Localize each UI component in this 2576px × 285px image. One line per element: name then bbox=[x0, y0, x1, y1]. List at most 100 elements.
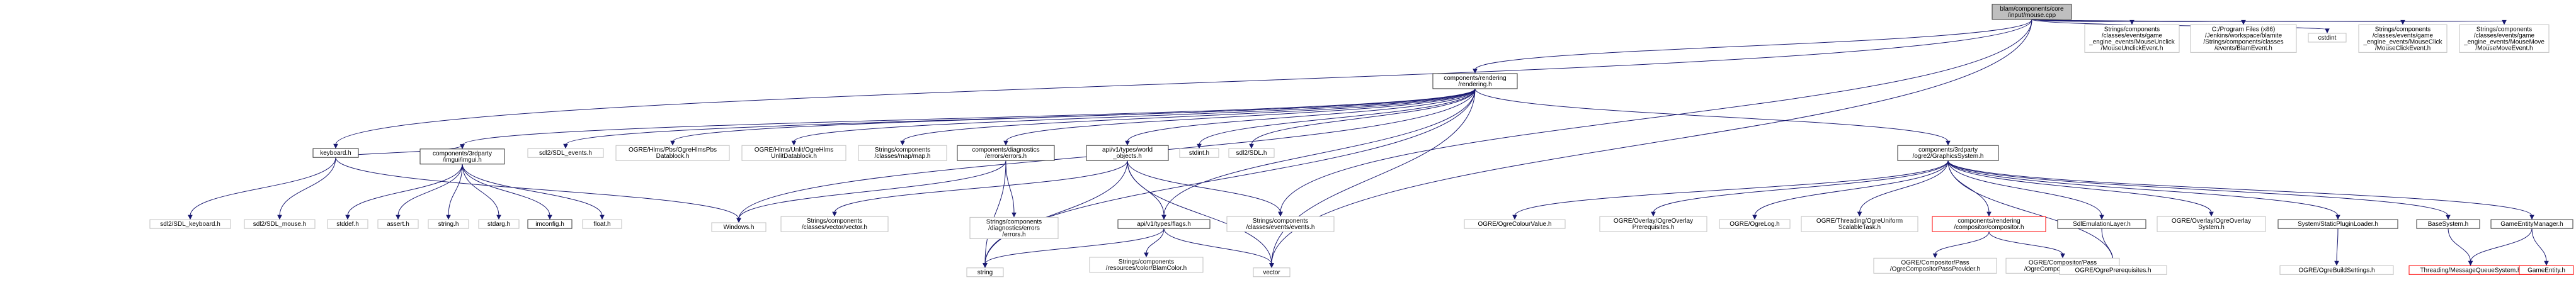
graph-node-gem[interactable]: GameEntityManager.h bbox=[2490, 219, 2573, 229]
graph-node-sdlemu[interactable]: SdlEmulationLayer.h bbox=[2057, 219, 2146, 229]
graph-node-buildsettings[interactable]: OGRE/OgreBuildSettings.h bbox=[2279, 265, 2394, 275]
graph-node-stdint[interactable]: stdint.h bbox=[1179, 148, 1219, 158]
edge-imgui-to-stddef bbox=[347, 164, 463, 216]
graph-node-gameentity[interactable]: GameEntity.h bbox=[2519, 265, 2574, 275]
edge-graphicssystem-to-prereq bbox=[1947, 160, 2114, 262]
graph-node-mouseclick[interactable]: Strings/components/classes/events/game_e… bbox=[2358, 24, 2448, 53]
edge-imgui-to-stdarg bbox=[462, 164, 499, 216]
nodes-layer: blam/components/core/input/mouse.cpp comp… bbox=[149, 4, 2574, 277]
node-label-line: /diagnostics/errors bbox=[988, 225, 1040, 232]
node-box bbox=[582, 219, 622, 229]
node-label-line: OGRE/Threading/OgreUniform bbox=[1816, 218, 1903, 225]
node-box bbox=[966, 267, 1004, 277]
node-label-line: cstdint bbox=[2318, 35, 2337, 42]
node-box bbox=[2059, 265, 2167, 275]
node-box bbox=[615, 145, 730, 161]
graph-node-map[interactable]: Strings/components/classes/map/map.h bbox=[858, 145, 947, 161]
node-label-line: OGRE/Hlms/Pbs/OgreHlmsPbs bbox=[629, 147, 717, 154]
graph-node-staticplugin[interactable]: System/StaticPluginLoader.h bbox=[2277, 219, 2398, 229]
graph-node-mousemove[interactable]: Strings/components/classes/events/game_e… bbox=[2459, 24, 2550, 53]
graph-node-stddef[interactable]: stddef.h bbox=[327, 219, 368, 229]
graph-node-strerrors[interactable]: Strings/components/diagnostics/errors/er… bbox=[969, 216, 1059, 239]
graph-node-windows[interactable]: Windows.h bbox=[711, 222, 767, 232]
graph-node-ogrelog[interactable]: OGRE/OgreLog.h bbox=[1719, 219, 1791, 229]
graph-node-stdarg[interactable]: stdarg.h bbox=[478, 219, 520, 229]
graph-node-sdl-mouse[interactable]: sdl2/SDL_mouse.h bbox=[244, 219, 316, 229]
edge-arrowhead bbox=[1012, 212, 1017, 218]
edge-arrowhead bbox=[2241, 20, 2246, 25]
edge-rendering-to-world-objects bbox=[1127, 88, 1476, 142]
graph-node-blamcolor[interactable]: Strings/components/resources/color/BlamC… bbox=[1089, 257, 1204, 273]
graph-node-errors[interactable]: components/diagnostics/errors/errors.h bbox=[957, 145, 1055, 161]
edge-root-to-eventsh bbox=[1280, 19, 2032, 213]
node-box bbox=[1228, 148, 1275, 158]
node-label-line: OGRE/Compositor/Pass bbox=[1901, 259, 1969, 266]
node-label-line: stddef.h bbox=[336, 221, 359, 228]
graph-node-imconfig[interactable]: imconfig.h bbox=[527, 219, 573, 229]
graph-node-basesystem[interactable]: BaseSystem.h bbox=[2416, 219, 2480, 229]
graph-node-keyboard[interactable]: keyboard.h bbox=[312, 148, 359, 158]
node-label-line: _engine_events/MouseMove bbox=[2463, 38, 2545, 45]
node-box bbox=[2519, 265, 2574, 275]
graph-node-vector[interactable]: vector bbox=[1253, 267, 1291, 277]
graph-node-compositor[interactable]: components/rendering/compositor/composit… bbox=[1932, 216, 2046, 232]
node-label-line: /Strings/components/classes bbox=[2203, 38, 2283, 45]
graph-node-string[interactable]: string bbox=[966, 267, 1004, 277]
edge-graphicssystem-to-gem bbox=[1947, 160, 2533, 216]
graph-node-sdl-events[interactable]: sdl2/SDL_events.h bbox=[527, 148, 604, 158]
edge-arrowhead bbox=[791, 140, 797, 146]
node-label-line: OGRE/Hlms/Unlit/OgreHlms bbox=[755, 147, 834, 154]
node-label-line: /resources/color/BlamColor.h bbox=[1106, 265, 1187, 272]
edge-arrowhead bbox=[670, 140, 675, 146]
edge-graphicssystem-to-overlaysystem bbox=[1947, 160, 2212, 213]
graph-node-root[interactable]: blam/components/core/input/mouse.cpp bbox=[1992, 4, 2072, 20]
edge-root-to-mousemove bbox=[2031, 19, 2505, 22]
graph-node-prereq[interactable]: OGRE/OgrePrerequisites.h bbox=[2059, 265, 2167, 275]
edge-arrowhead bbox=[547, 215, 552, 220]
graph-node-mouseunclick[interactable]: Strings/components/classes/events/game_e… bbox=[2084, 24, 2180, 53]
edge-imgui-to-float bbox=[462, 164, 603, 216]
graph-node-blamevent[interactable]: C:/Program Files (x86)/Jenkins/workspace… bbox=[2190, 24, 2297, 53]
graph-node-sdl[interactable]: sdl2/SDL.h bbox=[1228, 148, 1275, 158]
graph-node-world-objects[interactable]: api/v1/types/world_objects.h bbox=[1086, 145, 1169, 161]
edge-arrowhead bbox=[345, 215, 350, 220]
node-box bbox=[419, 148, 505, 165]
node-label-line: Strings/components bbox=[2476, 26, 2532, 33]
graph-node-eventsh[interactable]: Strings/components/classes/events/events… bbox=[1226, 216, 1335, 232]
edge-arrowhead bbox=[2400, 20, 2405, 25]
graph-node-rendering[interactable]: components/rendering/rendering.h bbox=[1432, 73, 1518, 89]
edge-arrowhead bbox=[832, 211, 837, 217]
graph-node-passprovider[interactable]: OGRE/Compositor/Pass/OgreCompositorPassP… bbox=[1873, 257, 1997, 274]
node-label-line: BaseSystem.h bbox=[2428, 221, 2468, 228]
node-label-line: Strings/components bbox=[986, 218, 1042, 225]
node-label-line: /classes/events/game bbox=[2373, 32, 2434, 39]
node-label-line: vector bbox=[1263, 269, 1280, 276]
graph-node-cstdint[interactable]: cstdint bbox=[2308, 33, 2347, 43]
edge-flags-to-vector bbox=[1163, 228, 1272, 264]
node-box bbox=[2084, 24, 2180, 53]
node-box bbox=[1599, 216, 1707, 232]
graph-node-colourvalue[interactable]: OGRE/OgreColourValue.h bbox=[1464, 219, 1566, 229]
graph-node-graphicssystem[interactable]: components/3rdparty/ogre2/GraphicsSystem… bbox=[1897, 145, 1999, 161]
graph-node-assert[interactable]: assert.h bbox=[377, 219, 419, 229]
graph-node-flags[interactable]: api/v1/types/flags.h bbox=[1117, 219, 1211, 229]
edge-rendering-to-sdl bbox=[1251, 88, 1476, 145]
edge-arrowhead bbox=[460, 144, 465, 149]
node-box bbox=[711, 222, 767, 232]
graph-node-mqs[interactable]: Threading/MessageQueueSystem.h bbox=[2408, 265, 2533, 275]
graph-node-imgui[interactable]: components/3rdparty/imgui/imgui.h bbox=[419, 148, 505, 165]
edge-graphicssystem-to-threadingtask bbox=[1859, 160, 1949, 213]
graph-node-string-h[interactable]: string.h bbox=[428, 219, 469, 229]
graph-node-float[interactable]: float.h bbox=[582, 219, 622, 229]
graph-node-sdl-keyboard[interactable]: sdl2/SDL_keyboard.h bbox=[149, 219, 231, 229]
node-box bbox=[377, 219, 419, 229]
node-label-line: /errors.h bbox=[1002, 231, 1025, 238]
edge-arrowhead bbox=[2468, 260, 2473, 266]
node-label-line: /MouseUnclickEvent.h bbox=[2101, 45, 2163, 52]
graph-node-vector-h[interactable]: Strings/components/classes/vector/vector… bbox=[780, 216, 889, 232]
